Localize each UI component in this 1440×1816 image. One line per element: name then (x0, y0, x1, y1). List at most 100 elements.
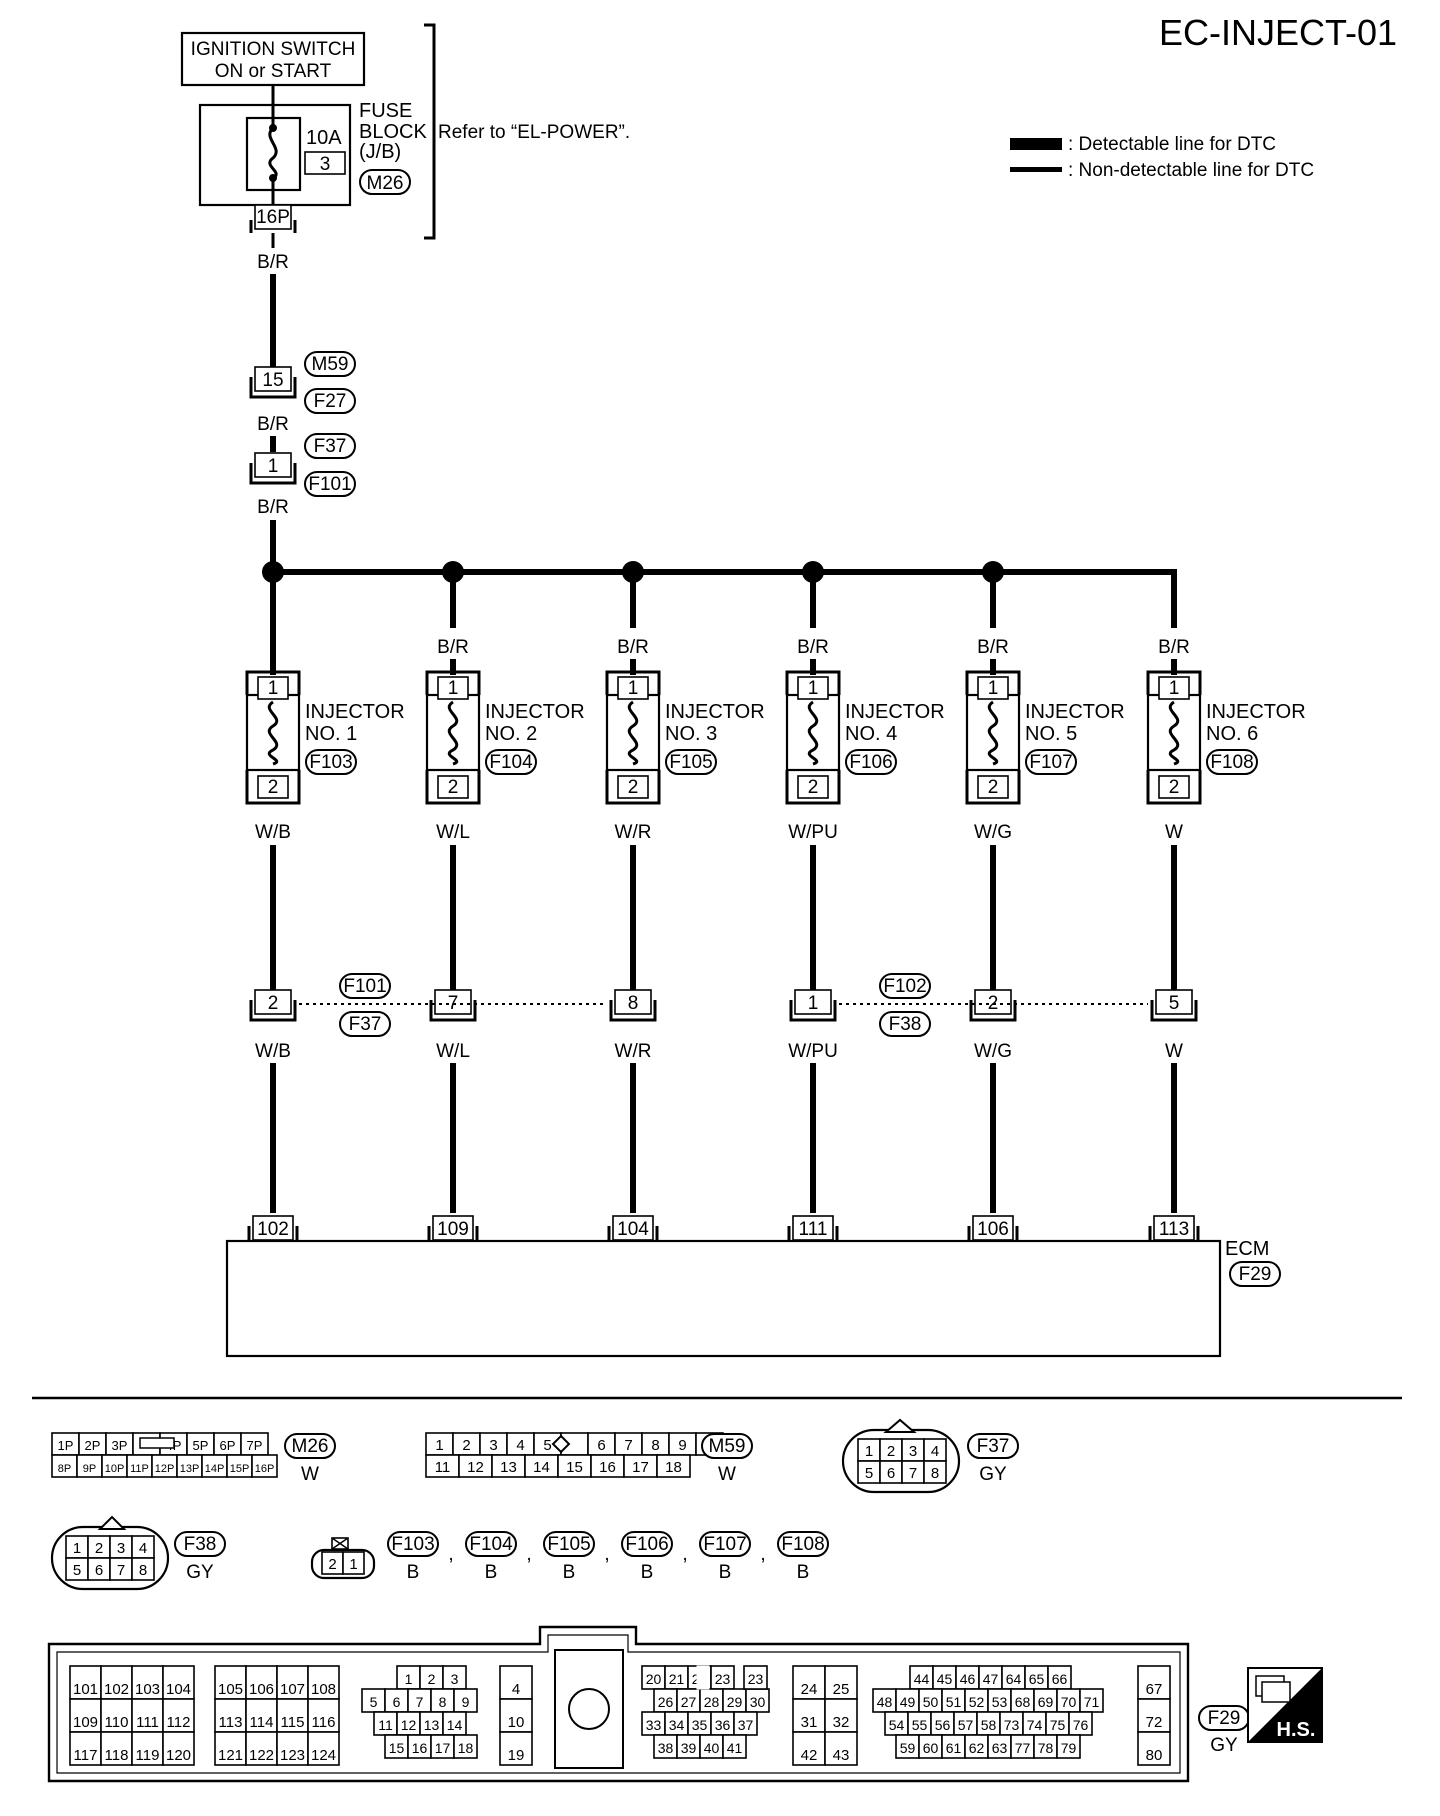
injector-connector-2-pill (485, 749, 537, 775)
m59-pin: 13 (500, 1459, 517, 1476)
m26-pin: 5P (193, 1438, 209, 1453)
injector-pin-top-box-6 (1158, 676, 1190, 700)
f29-b7-pin: 55 (912, 1717, 928, 1733)
joint-pin-1-bracket (249, 1000, 297, 1022)
joint-pin-6-box (1155, 989, 1193, 1015)
f37-pin: 5 (865, 1465, 873, 1482)
joint-label-f38: F38 (889, 1014, 922, 1035)
m59-pin: 7 (624, 1437, 632, 1454)
f29-b1-cell (162, 1698, 195, 1733)
wire-color-joint-4: W/PU (788, 1041, 838, 1062)
injector-number-6: NO. 6 (1206, 723, 1258, 745)
f29-b5-pin: 34 (669, 1717, 685, 1733)
injector-pin-top-box-1 (257, 676, 289, 700)
f29-b6-cell (792, 1665, 826, 1700)
ecm-label: ECM (1225, 1238, 1269, 1260)
injector-connector-5: F107 (1029, 752, 1072, 773)
f37-pin: 6 (887, 1465, 895, 1482)
injector-name-5: INJECTOR (1025, 701, 1125, 723)
f29-b1-cell (162, 1731, 195, 1766)
joint-pin-6: 5 (1169, 993, 1180, 1014)
injector-pin-bottom-1: 2 (268, 777, 279, 798)
f29-b6-pin: 31 (801, 1714, 818, 1731)
inj-conn-color-2: B (485, 1562, 498, 1583)
joint-pin-5-box (974, 989, 1012, 1015)
ecm-pin-6: 113 (1159, 1219, 1189, 1240)
injector-pin-top-6: 1 (1169, 678, 1180, 699)
injector-pin-top-4: 1 (808, 678, 819, 699)
ecm-pin-2: 109 (437, 1219, 469, 1240)
injector-pin-bottom-6: 2 (1169, 777, 1180, 798)
f29-b1-cell (100, 1665, 133, 1700)
injector-body-3 (605, 693, 661, 772)
legend-detectable-swatch (1010, 138, 1062, 150)
f29-b7-pin: 73 (1004, 1717, 1020, 1733)
f29-b3-pin: 1 (405, 1671, 413, 1687)
injector-number-4: NO. 4 (845, 723, 897, 745)
fuse-label-line2: BLOCK (359, 121, 427, 143)
inj-conn-id-4-pill (621, 1531, 673, 1557)
m26-pin: 16P (255, 1463, 275, 1475)
f29-b7-pin: 58 (981, 1717, 997, 1733)
f37-color: GY (979, 1464, 1007, 1485)
f29-b6-pin: 24 (801, 1681, 818, 1698)
f29-b1-pin: 110 (105, 1714, 129, 1731)
f29-b3-pin: 2 (428, 1671, 436, 1687)
f29-b3-pin: 3 (451, 1671, 459, 1687)
f29-b6-pin: 25 (833, 1681, 850, 1698)
f29-b5-pin: 23 (715, 1671, 731, 1687)
f29-b1-cell (69, 1731, 102, 1766)
fuse-number: 3 (320, 154, 331, 175)
f29-b7-pin: 65 (1029, 1671, 1045, 1687)
f29-b3-pin: 11 (378, 1717, 393, 1733)
fuse-label-line1: FUSE (359, 100, 412, 122)
m26-cell (251, 1454, 278, 1478)
f37-pin: 2 (887, 1443, 895, 1460)
m26-color: W (301, 1464, 319, 1485)
f29-b2-pin: 114 (250, 1714, 274, 1731)
injector-pin-bottom-box-5 (977, 775, 1009, 799)
f29-b2-pin: 122 (249, 1747, 274, 1764)
m59-pin: 14 (533, 1459, 550, 1476)
f29-b5-pin: 36 (715, 1717, 731, 1733)
inline-conn-f101: F101 (308, 474, 351, 495)
f29-b3-pin: 17 (435, 1740, 451, 1756)
inline-pin-1-bracket (249, 463, 297, 485)
f29-b7-pin: 74 (1027, 1717, 1043, 1733)
f29-b7-pin: 48 (877, 1694, 893, 1710)
f29-b7-pin: 56 (935, 1717, 951, 1733)
f37-pin: 1 (865, 1443, 873, 1460)
ecm-box (225, 1239, 1222, 1358)
injector-pin-bottom-5: 2 (988, 777, 999, 798)
f29-b7-pin: 57 (958, 1717, 974, 1733)
f37-pin: 3 (909, 1443, 917, 1460)
f29-b1-pin: 119 (136, 1747, 160, 1764)
f29-b2-pin: 105 (218, 1681, 243, 1698)
f29-b7-pin: 70 (1061, 1694, 1077, 1710)
wire-color-top-4: B/R (797, 637, 829, 658)
f29-b2-pin: 116 (312, 1714, 336, 1731)
f29-b1-cell (69, 1698, 102, 1733)
inline-conn-m59: M59 (312, 354, 349, 375)
injector-coil-1 (267, 700, 279, 766)
injector-pin-bottom-2: 2 (448, 777, 459, 798)
f29-b3-pin: 13 (424, 1717, 440, 1733)
inline-pin-15-box (254, 366, 292, 392)
joint-pin-3: 8 (628, 993, 639, 1014)
f29-b7-pin: 47 (983, 1671, 999, 1687)
injector-top-bracket-2 (425, 670, 481, 695)
injector-number-3: NO. 3 (665, 723, 717, 745)
f29-b2-pin: 121 (218, 1747, 243, 1764)
f38-pin: 6 (95, 1562, 103, 1579)
f38-id: F38 (184, 1534, 217, 1555)
injector-coil-5 (987, 700, 999, 766)
m26-pin: 8P (58, 1463, 71, 1475)
injector-connector-5-pill (1025, 749, 1077, 775)
ecm-pin-3-box (612, 1215, 654, 1241)
connector-view-m59: 123456789101112131415161718M59W (425, 1432, 753, 1485)
f38-pin: 5 (73, 1562, 81, 1579)
injector-name-2: INJECTOR (485, 701, 585, 723)
injector-coil-3 (627, 700, 639, 766)
wire-color-br-top: B/R (257, 252, 289, 273)
